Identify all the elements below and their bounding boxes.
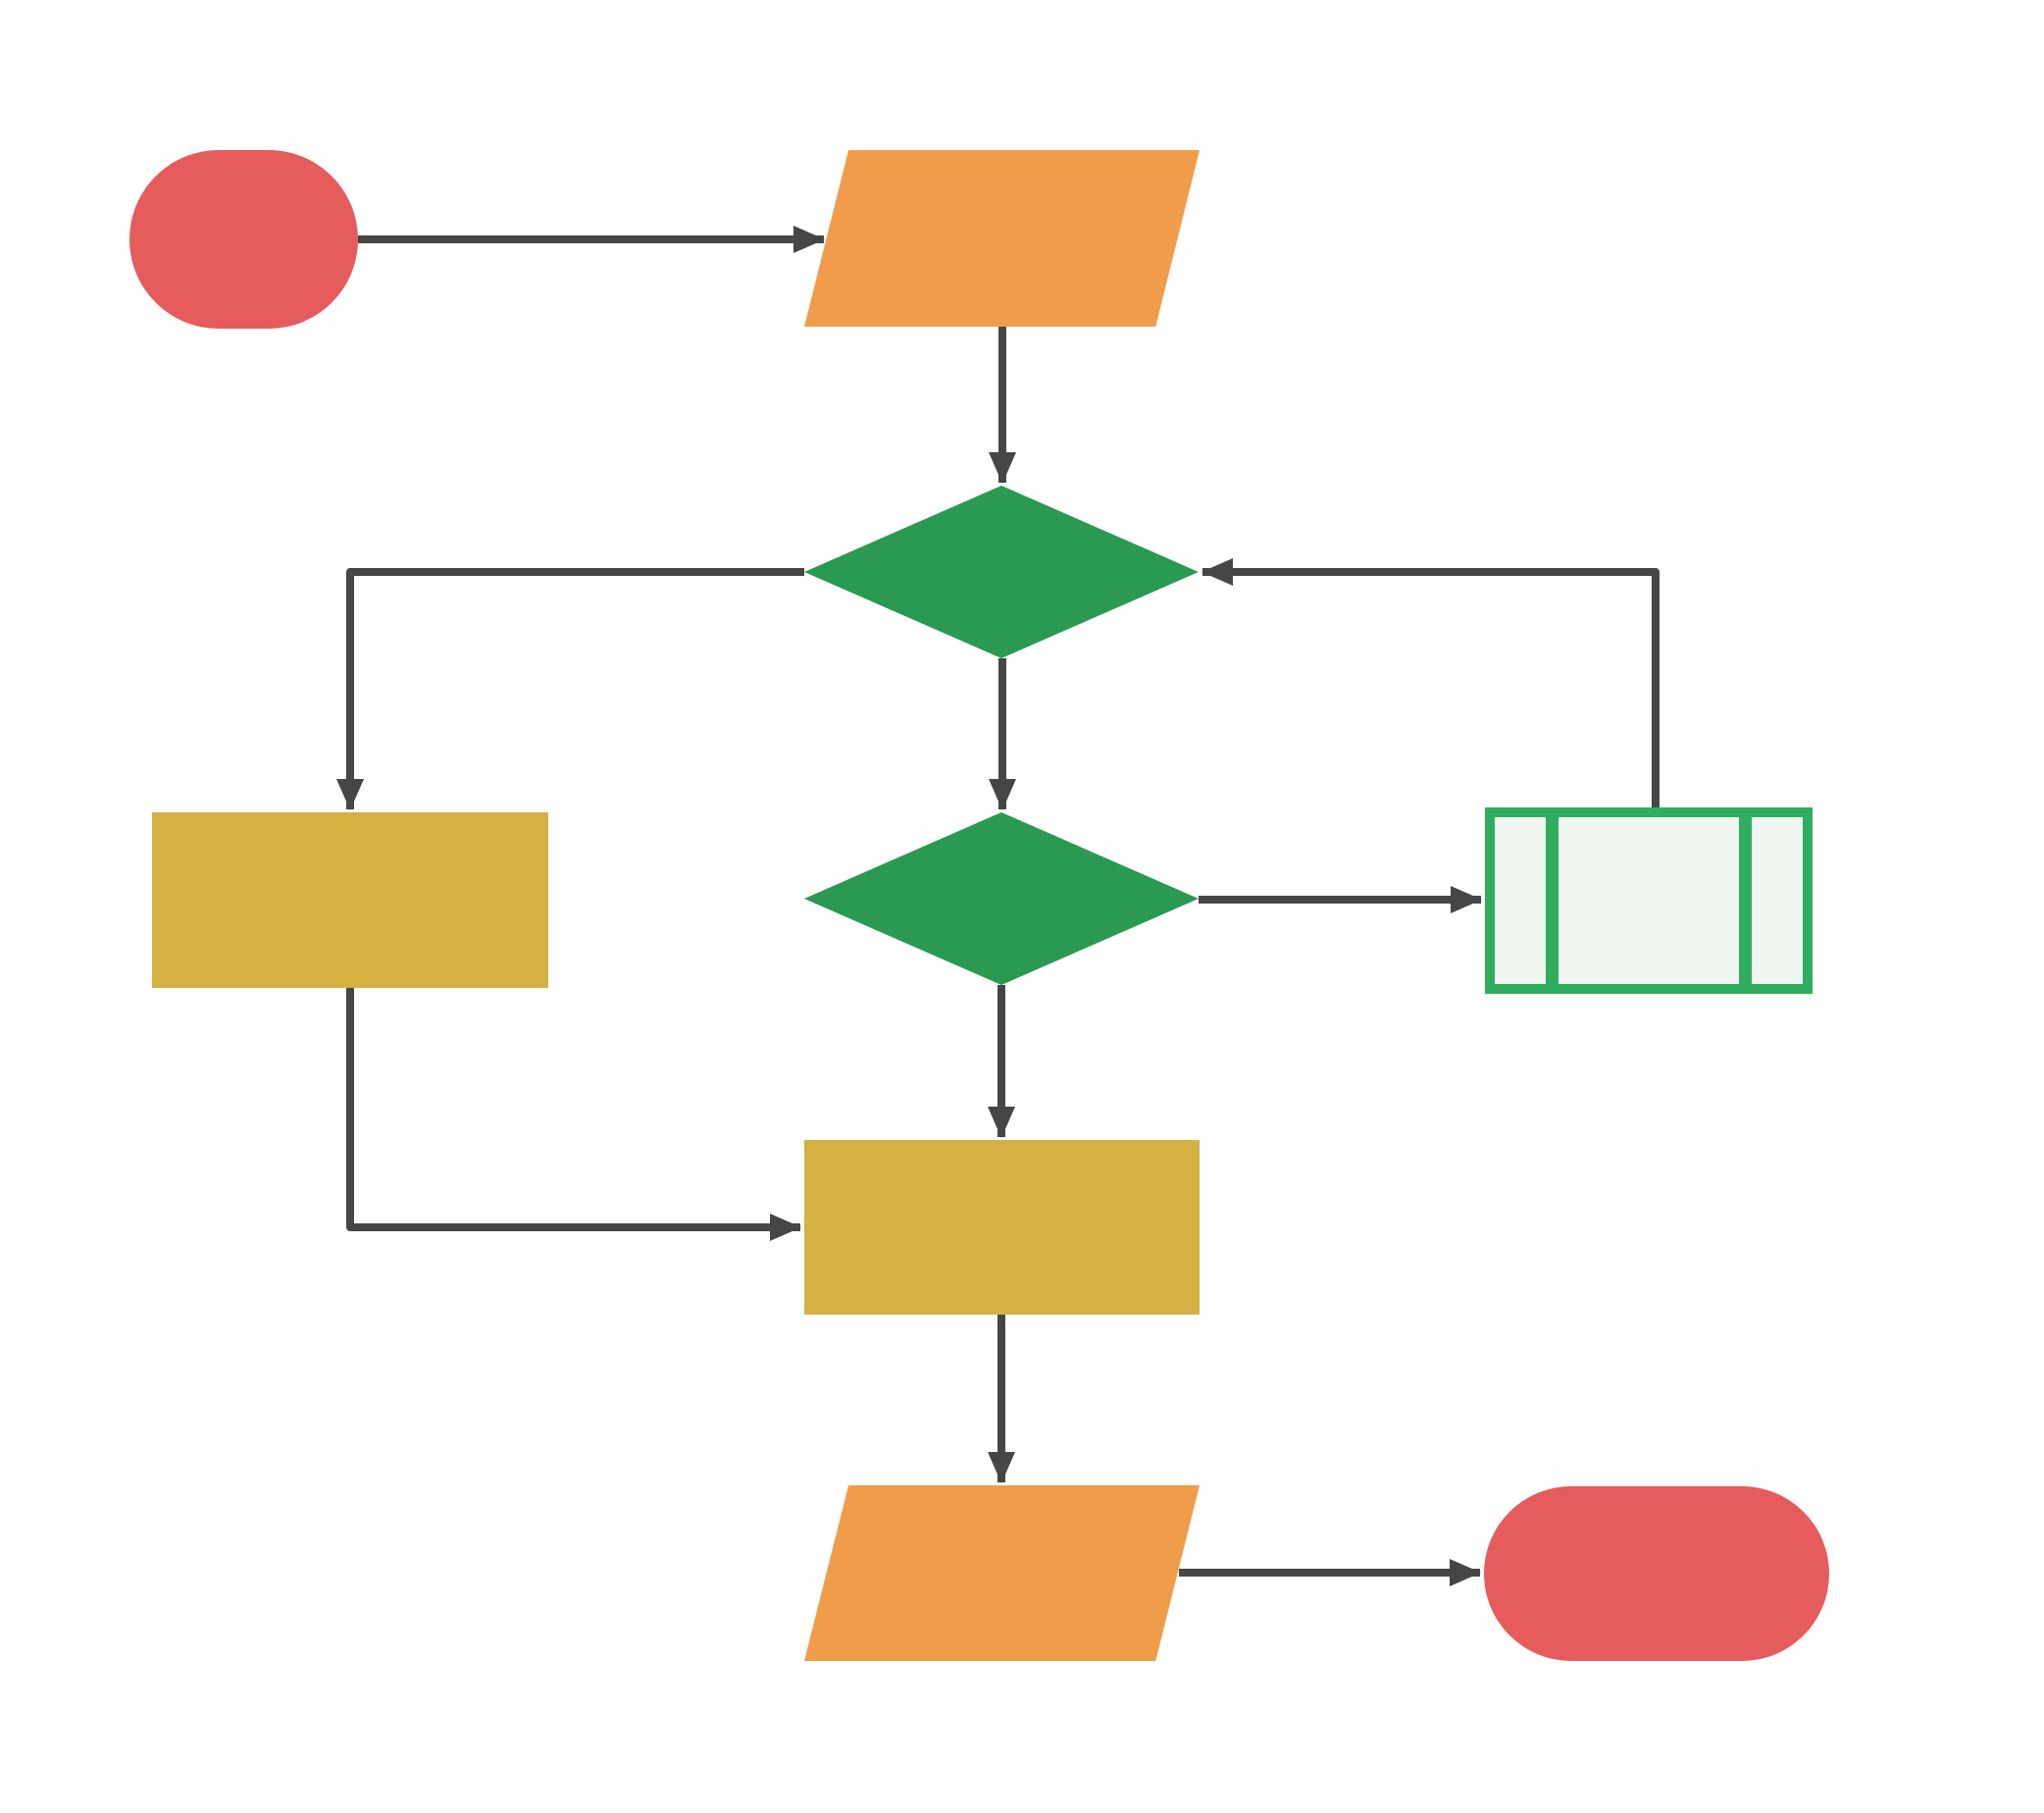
node-output-io <box>804 1485 1200 1661</box>
node-start-terminator <box>129 150 358 329</box>
edge-process-left-to-process-center <box>346 988 801 1241</box>
subroutine-left-bar <box>1546 817 1559 984</box>
subroutine-right-bar <box>1739 817 1752 984</box>
edge-subroutine-to-decision1 <box>1201 558 1660 807</box>
edge-decision1-to-process-left <box>336 568 804 810</box>
node-end-terminator <box>1484 1486 1829 1661</box>
node-predefined-process <box>1485 807 1813 994</box>
node-input-io <box>804 150 1200 327</box>
node-process-left <box>152 812 548 988</box>
node-decision-2 <box>804 812 1199 985</box>
node-process-center <box>804 1140 1200 1315</box>
node-decision-1 <box>804 486 1199 658</box>
